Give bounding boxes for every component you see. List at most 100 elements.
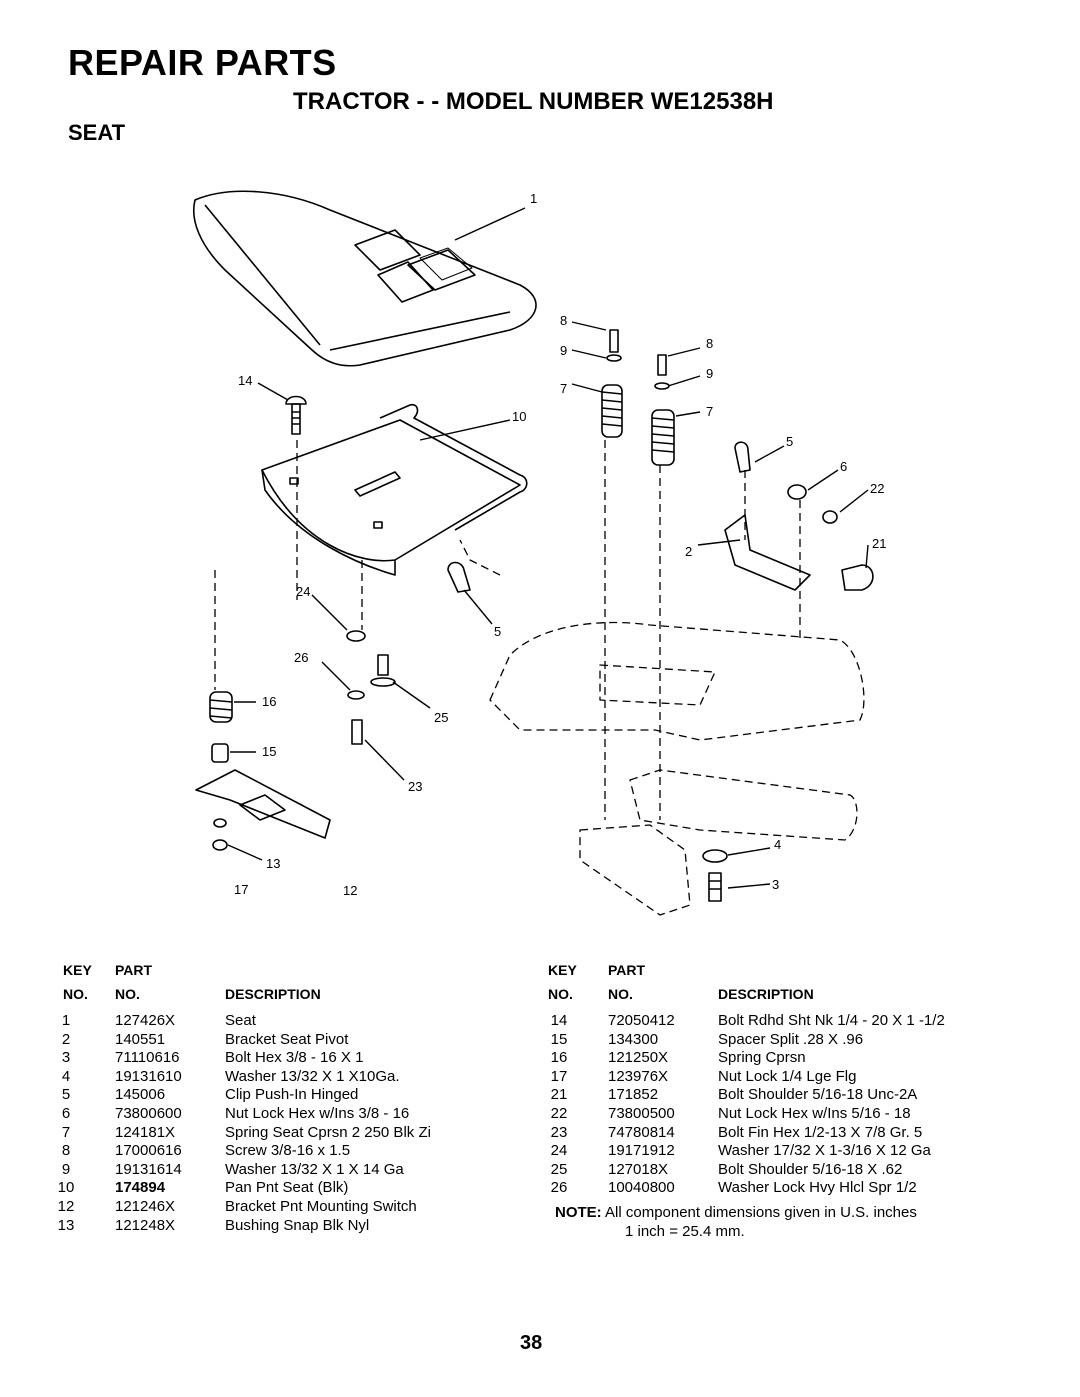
row-key-no: 21 (550, 1086, 568, 1104)
row-part-no: 121248X (115, 1216, 176, 1234)
row-part-no: 140551 (115, 1030, 166, 1048)
tractor-frame-drawing (214, 440, 865, 916)
row-part-no: 134300 (608, 1030, 659, 1048)
row-description: Bolt Shoulder 5/16-18 Unc-2A (718, 1086, 918, 1104)
row-part-no: 127426X (115, 1012, 176, 1029)
washer-bolt-lower-right-drawing (702, 849, 728, 902)
row-part-no: 19131610 (115, 1067, 182, 1085)
model-subtitle: TRACTOR - - MODEL NUMBER WE12538H (293, 88, 774, 115)
callout-label: 6 (840, 459, 847, 474)
callout-label: 24 (296, 584, 310, 599)
seat-pan-drawing (261, 403, 528, 576)
hardware-right-drawing (447, 441, 874, 593)
row-key-no: 1 (61, 1012, 71, 1029)
exploded-parts-diagram: 1 8 9 8 9 14 7 10 7 5 6 22 2 21 24 5 26 … (193, 190, 886, 916)
parts-table-row: 16 121250X Spring Cprsn (548, 1049, 1028, 1067)
header-part-top: PART (115, 962, 153, 978)
callout-label: 22 (870, 481, 884, 496)
row-key-no: 6 (61, 1105, 71, 1122)
row-key-no: 10 (57, 1179, 75, 1197)
row-key-no: 22 (550, 1105, 568, 1122)
parts-table-row: 4 19131610 Washer 13/32 X 1 X10Ga. (55, 1068, 495, 1086)
row-key-no: 9 (61, 1160, 71, 1178)
parts-table-row: 23 74780814 Bolt Fin Hex 1/2-13 X 7/8 Gr. … (548, 1124, 1028, 1142)
callout-label: 2 (685, 544, 692, 559)
row-description: Washer 13/32 X 1 X10Ga. (225, 1067, 400, 1085)
row-key-no: 2 (61, 1030, 71, 1048)
section-title: SEAT (68, 120, 126, 145)
callout-label: 1 (530, 191, 537, 206)
header-part-bottom: NO. (608, 986, 633, 1002)
row-key-no: 12 (57, 1198, 75, 1215)
page-number: 38 (520, 1332, 543, 1354)
parts-table-row: 2 140551 Bracket Seat Pivot (55, 1031, 495, 1049)
parts-table-row: 25 127018X Bolt Shoulder 5/16-18 X .62 (548, 1161, 1028, 1179)
row-key-no: 4 (61, 1067, 71, 1085)
note-line-2: 1 inch = 25.4 mm. (625, 1223, 745, 1240)
row-description: Pan Pnt Seat (Blk) (225, 1179, 349, 1197)
row-part-no: 74780814 (608, 1123, 675, 1141)
callout-label: 26 (294, 650, 308, 665)
row-part-no: 127018X (608, 1160, 669, 1178)
springs-screws-drawing (601, 329, 675, 466)
row-description: Bolt Shoulder 5/16-18 X .62 (718, 1160, 903, 1178)
note-line-1: All component dimensions given in U.S. i… (605, 1204, 917, 1221)
row-description: Spring Cprsn (718, 1049, 806, 1067)
callout-label: 13 (266, 856, 280, 871)
callout-label: 5 (494, 624, 501, 639)
row-description: Nut Lock 1/4 Lge Flg (718, 1067, 857, 1085)
row-part-no: 19171912 (608, 1142, 675, 1160)
row-key-no: 7 (61, 1123, 71, 1141)
callout-label: 15 (262, 744, 276, 759)
row-description: Nut Lock Hex w/Ins 3/8 - 16 (225, 1105, 410, 1122)
callout-label: 21 (872, 536, 886, 551)
row-description: Bolt Fin Hex 1/2-13 X 7/8 Gr. 5 (718, 1123, 923, 1141)
callout-label: 12 (343, 883, 357, 898)
row-key-no: 23 (550, 1123, 568, 1141)
callout-label: 8 (560, 313, 567, 328)
callout-label: 23 (408, 779, 422, 794)
row-part-no: 19131614 (115, 1160, 182, 1178)
row-description: Clip Push-In Hinged (225, 1086, 359, 1104)
row-part-no: 73800600 (115, 1105, 182, 1122)
callout-label: 5 (786, 434, 793, 449)
seat-drawing (193, 190, 537, 367)
callout-label: 7 (706, 404, 713, 419)
page-title: REPAIR PARTS (68, 42, 337, 83)
callout-numbers: 1 8 9 8 9 14 7 10 7 5 6 22 2 21 24 5 26 … (234, 191, 886, 898)
header-key-bottom: NO. (548, 986, 573, 1002)
row-description: Spring Seat Cprsn 2 250 Blk Zi (225, 1123, 431, 1141)
row-description: Bracket Seat Pivot (225, 1030, 349, 1048)
callout-label: 25 (434, 710, 448, 725)
row-description: Screw 3/8-16 x 1.5 (225, 1142, 351, 1160)
row-part-no: 145006 (115, 1086, 166, 1104)
callout-label: 14 (238, 373, 252, 388)
row-description: Washer 13/32 X 1 X 14 Ga (225, 1160, 404, 1178)
row-description: Bolt Hex 3/8 - 16 X 1 (225, 1049, 364, 1067)
header-description: DESCRIPTION (225, 986, 321, 1002)
dimension-note: NOTE: All component dimensions given in … (555, 1203, 917, 1241)
row-description: Spacer Split .28 X .96 (718, 1030, 864, 1048)
row-description: Bolt Rdhd Sht Nk 1/4 - 20 X 1 -1/2 (718, 1012, 945, 1029)
row-description: Bracket Pnt Mounting Switch (225, 1198, 417, 1215)
callout-label: 9 (706, 366, 713, 381)
header-part-bottom: NO. (115, 986, 140, 1002)
header-part-top: PART (608, 962, 646, 978)
callout-label: 16 (262, 694, 276, 709)
row-key-no: 14 (550, 1012, 568, 1029)
row-part-no: 121250X (608, 1049, 669, 1067)
row-key-no: 25 (550, 1160, 568, 1178)
row-key-no: 16 (550, 1049, 568, 1067)
callout-label: 17 (234, 882, 248, 897)
header-key-top: KEY (63, 962, 92, 978)
